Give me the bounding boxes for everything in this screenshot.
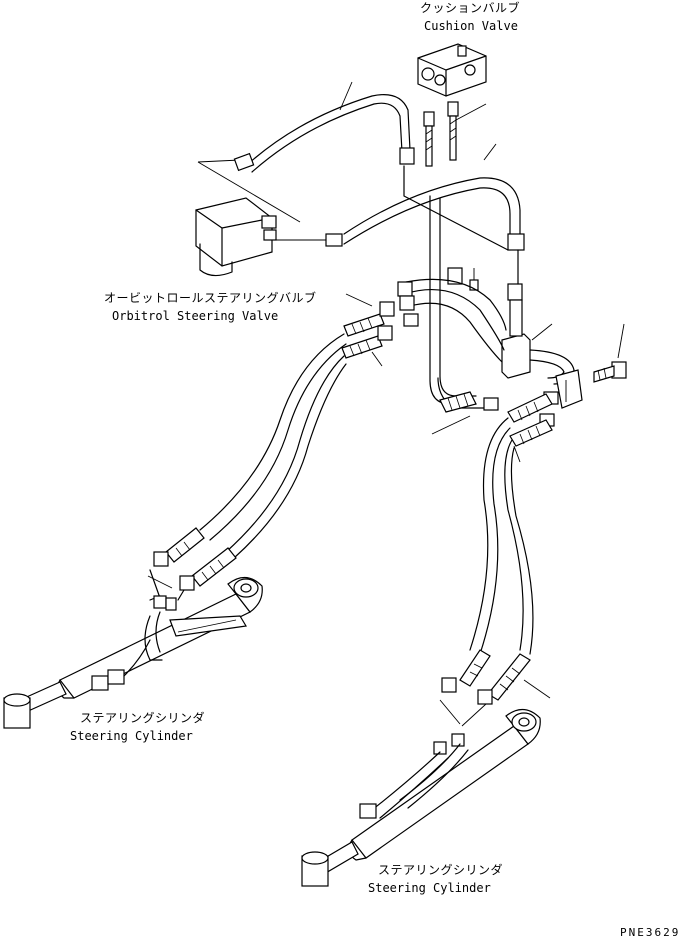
drawing-number: PNE3629 (620, 926, 680, 939)
bolt (593, 361, 627, 383)
right-hose-pair (441, 393, 553, 705)
upper-hose-2 (276, 177, 525, 251)
lower-return-pipe (437, 377, 499, 413)
center-fittings (447, 267, 479, 291)
right-hose-bracket (529, 349, 583, 427)
cushion-valve-label-en: Cushion Valve (424, 19, 518, 33)
cushion-valve-fittings (423, 101, 459, 167)
steering-cylinder-left-label-en: Steering Cylinder (70, 729, 193, 743)
cushion-valve-label-jp: クッションバルブ (420, 0, 520, 15)
orbitrol-label-en: Orbitrol Steering Valve (112, 309, 278, 323)
orbitrol-steering-valve (195, 197, 277, 277)
center-pipes (403, 165, 509, 405)
right-steering-cylinder (301, 699, 541, 887)
left-steering-cylinder (3, 569, 263, 729)
upper-hose-1 (233, 94, 415, 173)
manifold-block (501, 249, 531, 379)
leader-lines (147, 81, 625, 699)
left-hose-pair (153, 301, 395, 591)
cushion-valve (417, 43, 487, 97)
orbitrol-label-jp: オービットロールステアリングバルブ (104, 290, 317, 305)
steering-cylinder-right-label-en: Steering Cylinder (368, 881, 491, 895)
manifold-hoses (397, 278, 507, 363)
steering-cylinder-left-label-jp: ステアリングシリンダ (80, 710, 205, 725)
steering-cylinder-right-label-jp: ステアリングシリンダ (378, 862, 503, 877)
